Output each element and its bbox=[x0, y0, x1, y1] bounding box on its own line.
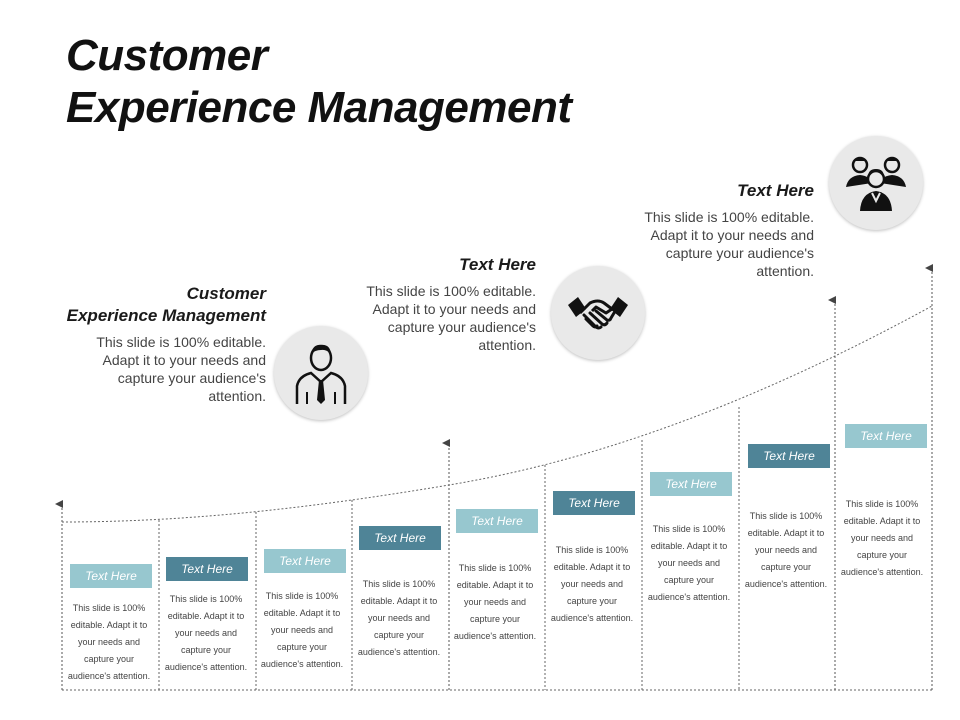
column-1-text: This slide is 100% editable. Adapt it to… bbox=[67, 603, 151, 681]
team-icon-circle bbox=[829, 136, 923, 230]
column-3-text: This slide is 100% editable. Adapt it to… bbox=[260, 591, 344, 669]
column-5-text: This slide is 100% editable. Adapt it to… bbox=[453, 563, 537, 641]
column-6-tag: Text Here bbox=[553, 491, 635, 515]
callout-3-body: This slide is 100% editable. Adapt it to… bbox=[644, 209, 814, 279]
title-line-2: Experience Management bbox=[66, 83, 572, 132]
callout-1-body: This slide is 100% editable. Adapt it to… bbox=[96, 334, 266, 404]
title-line-1: Customer bbox=[66, 31, 268, 80]
callout-1-heading-line2: Experience Management bbox=[66, 306, 266, 325]
column-8-text: This slide is 100% editable. Adapt it to… bbox=[744, 511, 828, 589]
column-3-tag: Text Here bbox=[264, 549, 346, 573]
callout-1-heading-line1: Customer bbox=[186, 284, 266, 303]
callout-2-body: This slide is 100% editable. Adapt it to… bbox=[366, 283, 536, 353]
handshake-icon-circle bbox=[551, 266, 645, 360]
businessman-icon-circle bbox=[274, 326, 368, 420]
callout-2: Text Here This slide is 100% editable. A… bbox=[366, 254, 536, 354]
column-6-text: This slide is 100% editable. Adapt it to… bbox=[550, 545, 634, 623]
column-1-tag: Text Here bbox=[70, 564, 152, 588]
handshake-icon bbox=[568, 297, 628, 330]
column-9-tag: Text Here bbox=[845, 424, 927, 448]
callout-3: Text Here This slide is 100% editable. A… bbox=[644, 180, 814, 280]
column-2-tag: Text Here bbox=[166, 557, 248, 581]
column-4-tag: Text Here bbox=[359, 526, 441, 550]
column-8-tag: Text Here bbox=[748, 444, 830, 468]
column-7-tag: Text Here bbox=[650, 472, 732, 496]
callout-2-heading: Text Here bbox=[459, 255, 536, 274]
team-icon bbox=[846, 156, 906, 211]
businessman-icon bbox=[295, 344, 347, 404]
callout-1: Customer Experience Management This slid… bbox=[26, 283, 266, 405]
column-7-text: This slide is 100% editable. Adapt it to… bbox=[647, 524, 731, 602]
column-4-text: This slide is 100% editable. Adapt it to… bbox=[357, 579, 441, 657]
column-9-text: This slide is 100% editable. Adapt it to… bbox=[840, 499, 924, 577]
column-5-tag: Text Here bbox=[456, 509, 538, 533]
column-2-text: This slide is 100% editable. Adapt it to… bbox=[164, 594, 248, 672]
page-title: Customer Experience Management bbox=[66, 30, 572, 134]
callout-3-heading: Text Here bbox=[737, 181, 814, 200]
